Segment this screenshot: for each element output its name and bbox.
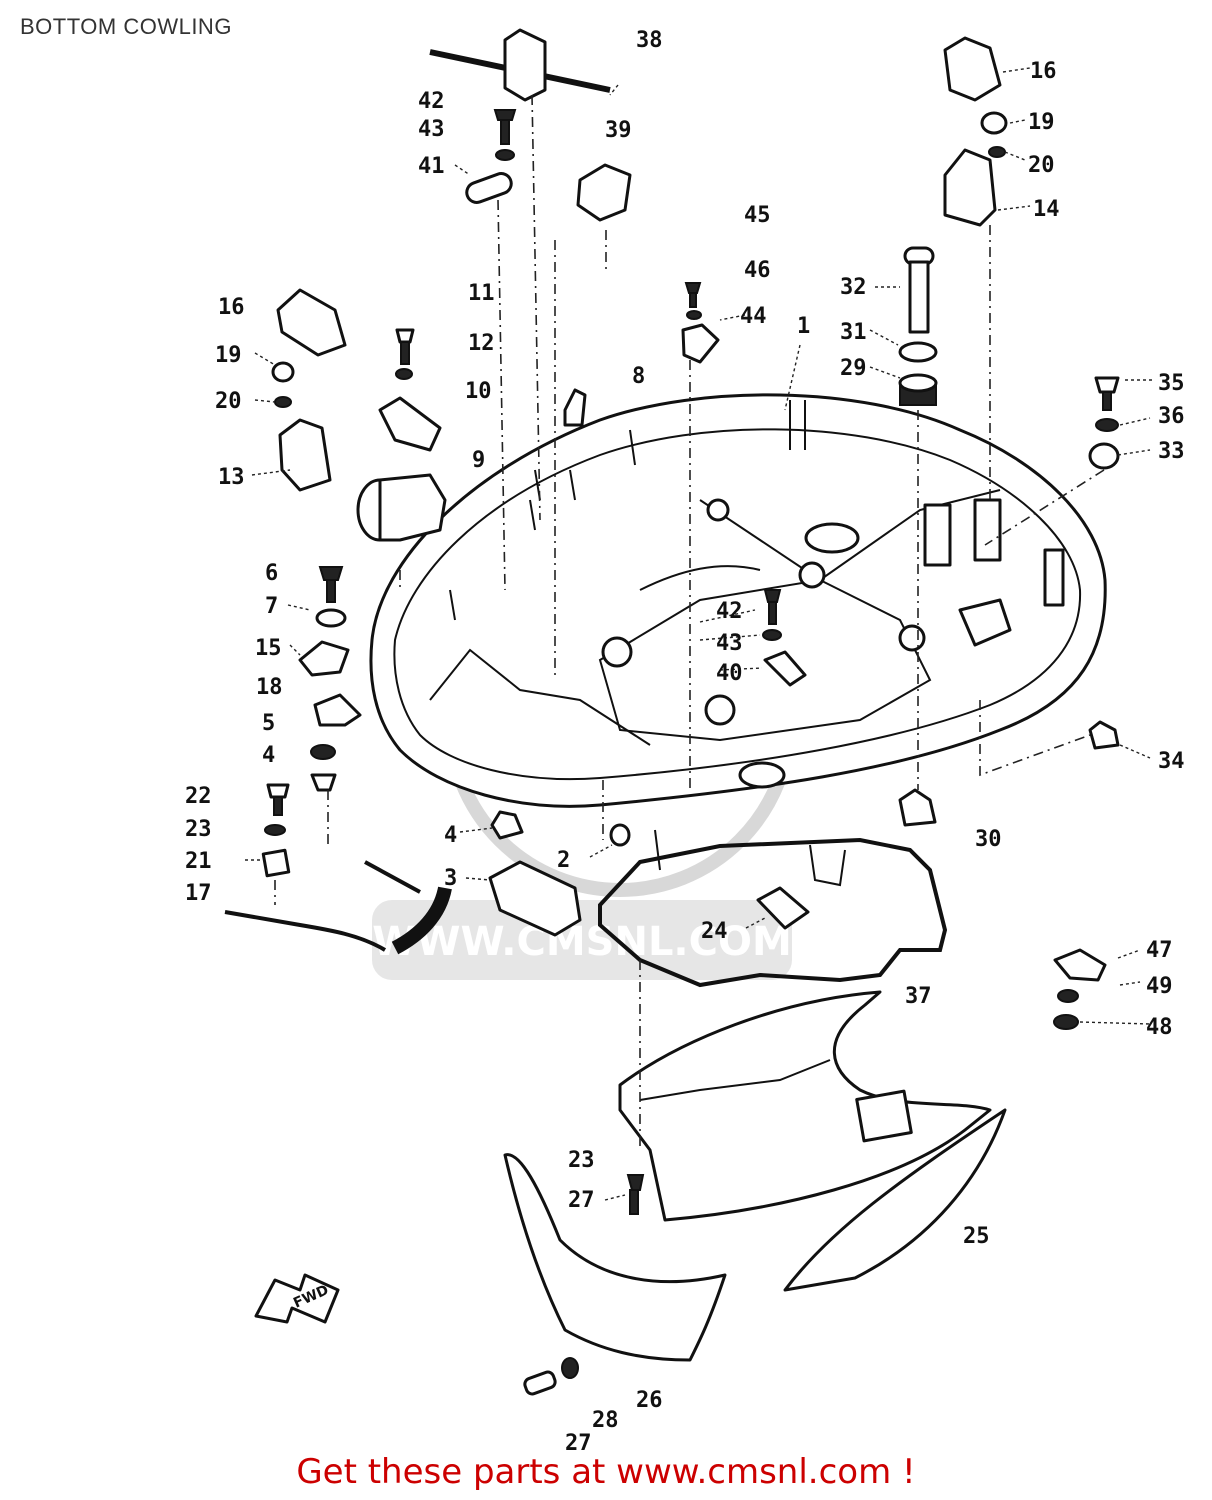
callout-21: 21: [185, 849, 212, 874]
callout-37: 37: [905, 984, 932, 1009]
callout-43-mid: 43: [716, 631, 743, 656]
callout-36: 36: [1158, 404, 1185, 429]
callout-42-top: 42: [418, 89, 445, 114]
callout-4-lower: 4: [444, 823, 457, 848]
callout-4-left: 4: [262, 743, 275, 768]
callout-15: 15: [255, 636, 282, 661]
callout-28: 28: [592, 1408, 619, 1433]
callout-35: 35: [1158, 371, 1185, 396]
callout-26: 26: [636, 1388, 663, 1413]
callout-46: 46: [744, 258, 771, 283]
callout-40: 40: [716, 661, 743, 686]
callout-44: 44: [740, 304, 767, 329]
callout-13: 13: [218, 465, 245, 490]
callout-27-mid: 27: [568, 1188, 595, 1213]
callout-9: 9: [472, 448, 485, 473]
lower-cowling-side: [503, 1153, 727, 1362]
callout-19-right: 19: [1028, 110, 1055, 135]
callout-6: 6: [265, 561, 278, 586]
callout-3: 3: [444, 866, 457, 891]
callout-22: 22: [185, 784, 212, 809]
callout-14: 14: [1033, 197, 1060, 222]
callout-29: 29: [840, 356, 867, 381]
callout-23-lower: 23: [568, 1148, 595, 1173]
callout-8: 8: [632, 364, 645, 389]
callout-30: 30: [975, 827, 1002, 852]
callout-12: 12: [468, 331, 495, 356]
callout-23-left: 23: [185, 817, 212, 842]
callout-2: 2: [557, 848, 570, 873]
callout-48: 48: [1146, 1015, 1173, 1040]
footer-link[interactable]: Get these parts at www.cmsnl.com !: [296, 1452, 916, 1492]
callout-31: 31: [840, 320, 867, 345]
callout-32: 32: [840, 275, 867, 300]
leader-lines: [245, 67, 1155, 1201]
callout-34: 34: [1158, 749, 1185, 774]
callout-16-left: 16: [218, 295, 245, 320]
lower-cowling-rear: [618, 990, 1007, 1292]
callout-7: 7: [265, 594, 278, 619]
callout-20-left: 20: [215, 389, 242, 414]
callout-39: 39: [605, 118, 632, 143]
callout-19-left: 19: [215, 343, 242, 368]
callout-1: 1: [797, 314, 810, 339]
callout-33: 33: [1158, 439, 1185, 464]
callout-labels: 1 2 3 4 4 5 6 7 8 9 10 11 12 13 14 15 16…: [185, 28, 1185, 1456]
callout-10: 10: [465, 379, 492, 404]
callout-45: 45: [744, 203, 771, 228]
forward-arrow: FWD: [254, 1273, 340, 1324]
callout-24: 24: [701, 919, 728, 944]
callout-25: 25: [963, 1224, 990, 1249]
callout-5: 5: [262, 711, 275, 736]
seal-frame: [598, 829, 948, 988]
watermark-text: WWW.CMSNL.COM: [372, 919, 792, 965]
assembly-lines: [274, 94, 1105, 1150]
callout-47: 47: [1146, 938, 1173, 963]
callout-11: 11: [468, 281, 495, 306]
callout-49: 49: [1146, 974, 1173, 999]
callout-20-right: 20: [1028, 153, 1055, 178]
callout-42-mid: 42: [716, 599, 743, 624]
callout-27-bottom: 27: [565, 1431, 592, 1456]
callout-43-top: 43: [418, 117, 445, 142]
callout-41: 41: [418, 154, 445, 179]
small-parts: [224, 28, 1120, 1396]
callout-38: 38: [636, 28, 663, 53]
callout-17: 17: [185, 881, 212, 906]
callout-16-right: 16: [1030, 59, 1057, 84]
page-title: BOTTOM COWLING: [20, 14, 232, 39]
callout-18: 18: [256, 675, 283, 700]
